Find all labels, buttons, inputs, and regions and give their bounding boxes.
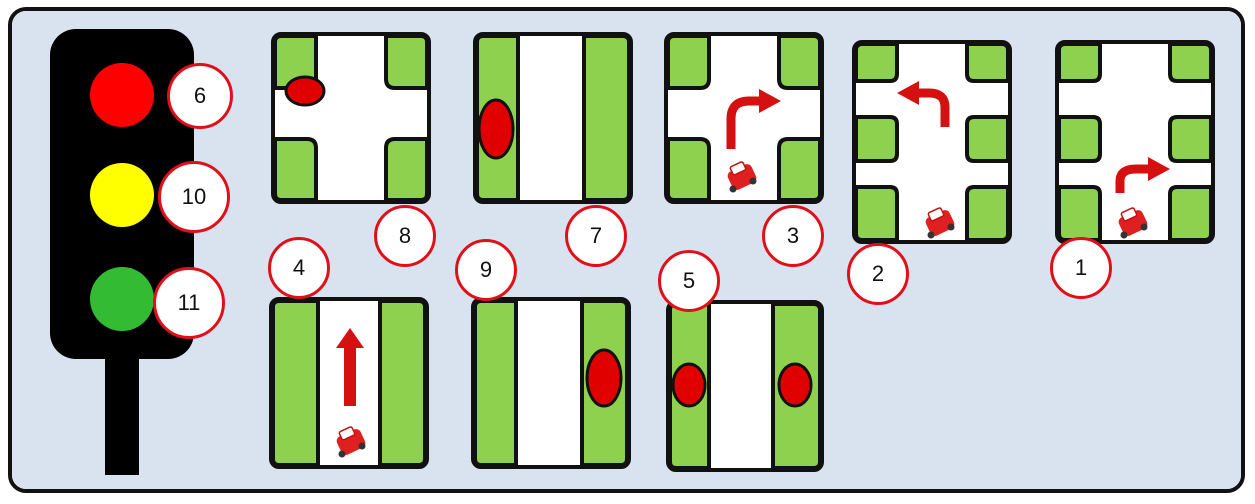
badge-green-lamp: 11 [153, 267, 225, 339]
tile-double-junction-turn-right [1056, 41, 1214, 243]
red-car-oval-icon [286, 77, 324, 105]
tile-straight-road-two-red-cars [667, 301, 823, 471]
red-car-oval-icon [587, 350, 621, 406]
badge-tile-2: 2 [847, 243, 909, 305]
tile-turn-right-with-car [665, 33, 823, 203]
badge-tile-5: 5 [658, 250, 720, 312]
tile-straight-road-red-car-right [472, 298, 630, 468]
red-lamp [90, 63, 154, 127]
badge-tile-8: 8 [374, 205, 436, 267]
red-car-oval-icon [673, 364, 705, 406]
badge-tile-1: 1 [1050, 237, 1112, 299]
badge-tile-9: 9 [455, 239, 517, 301]
tile-straight-road-red-car-left [474, 33, 632, 203]
badge-red-lamp: 6 [167, 63, 233, 129]
red-car-oval-icon [779, 364, 811, 406]
badge-yellow-lamp: 10 [158, 161, 230, 233]
red-car-oval-icon [479, 100, 513, 158]
tile-crossroads-red-car-left [272, 33, 430, 203]
green-lamp [90, 267, 154, 331]
badge-tile-4: 4 [268, 237, 330, 299]
badge-tile-7: 7 [565, 205, 627, 267]
yellow-lamp [90, 163, 154, 227]
badge-tile-3: 3 [762, 205, 824, 267]
tile-double-junction-turn-left [853, 41, 1011, 243]
diagram-board: 6 10 11 8 7 3 2 1 4 9 5 [8, 7, 1245, 493]
tile-straight-ahead-arrow [270, 298, 428, 468]
